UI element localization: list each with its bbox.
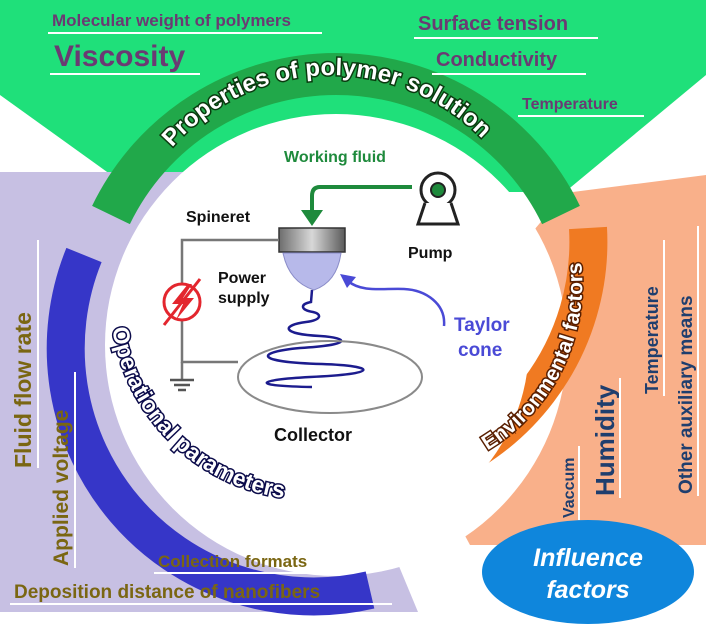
factor-vaccum: Vaccum xyxy=(561,458,578,518)
ground-icon xyxy=(170,378,194,392)
label-pump: Pump xyxy=(408,245,453,262)
influence-factors-badge xyxy=(482,520,694,624)
label-power: Power xyxy=(218,270,266,287)
factor-molecular-weight: Molecular weight of polymers xyxy=(52,11,291,30)
taylor-cone-pointer xyxy=(347,279,446,327)
factor-surface-tension: Surface tension xyxy=(418,13,568,35)
label-cone: cone xyxy=(458,340,502,361)
factor-temperature-polymer: Temperature xyxy=(522,96,618,113)
power-supply-icon xyxy=(162,278,202,326)
blue-arc-band xyxy=(46,247,375,616)
factor-deposition-distance: Deposition distance of nanofibers xyxy=(14,582,320,603)
badge-line-2: factors xyxy=(546,576,629,604)
factor-conductivity: Conductivity xyxy=(436,49,558,71)
factor-viscosity: Viscosity xyxy=(54,40,186,73)
green-arc-band xyxy=(92,53,580,225)
working-fluid-arrowhead xyxy=(301,210,323,226)
label-taylor: Taylor xyxy=(454,315,510,336)
factor-collection-formats: Collection formats xyxy=(158,552,307,571)
factor-humidity: Humidity xyxy=(590,384,620,496)
taylor-cone-pointer-head xyxy=(340,274,356,288)
factor-other-means: Other auxiliary means xyxy=(676,295,697,494)
label-collector: Collector xyxy=(274,425,352,445)
factor-flow-rate: Fluid flow rate xyxy=(10,312,36,468)
label-working-fluid: Working fluid xyxy=(284,149,386,166)
label-supply: supply xyxy=(218,290,270,307)
working-fluid-tube xyxy=(310,185,412,212)
taylor-cone-shape xyxy=(282,252,342,291)
factor-applied-voltage: Applied voltage xyxy=(50,410,73,566)
fiber-jet xyxy=(265,289,365,389)
collector-plate xyxy=(237,340,423,414)
spinneret-nozzle xyxy=(278,227,346,253)
pump-icon xyxy=(415,171,461,226)
badge-line-1: Influence xyxy=(533,544,643,572)
factor-temperature-env: Temperature xyxy=(642,286,662,394)
label-spineret: Spineret xyxy=(186,209,251,226)
